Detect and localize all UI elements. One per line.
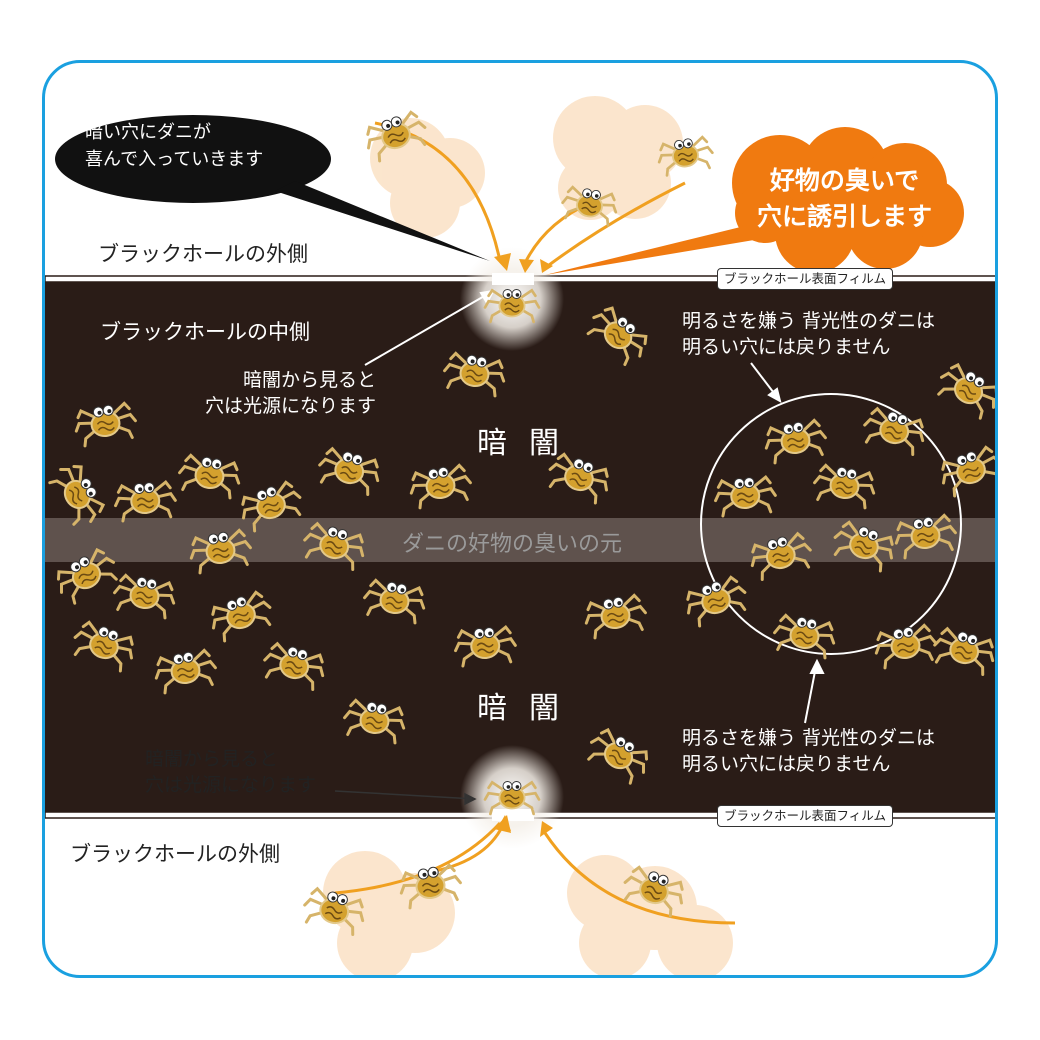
label-light-source-top: 暗闇から見ると 穴は光源になります [205, 367, 376, 419]
light-source-top-line2: 穴は光源になります [205, 395, 377, 417]
label-light-source-bottom: 暗闇から見ると 穴は光源になります [145, 746, 316, 798]
bubble-orange-line1: 好物の臭いで [769, 166, 920, 195]
speech-bubble-orange [545, 127, 964, 275]
label-darkness-top: 暗闇 [477, 426, 581, 461]
label-outside-bottom: ブラックホールの外側 [70, 842, 280, 866]
light-source-bottom-line2: 穴は光源になります [145, 774, 317, 796]
label-photophobic-bottom: 明るさを嫌う 背光性のダニは 明るい穴には戻りません [682, 725, 935, 777]
hole-top [492, 273, 534, 285]
arrow-top-right [544, 181, 686, 270]
pointer-light-bottom [334, 790, 476, 800]
label-outside-top: ブラックホールの外側 [98, 242, 308, 266]
diagram-frame: ブラックホールの外側 ブラックホールの中側 ブラックホールの外側 ブラックホール… [42, 60, 998, 978]
photophobic-bottom-line2: 明るい穴には戻りません [682, 753, 891, 775]
film-tag-bottom: ブラックホール表面フィルム [717, 805, 894, 827]
photophobic-bottom-line1: 明るさを嫌う 背光性のダニは [682, 727, 936, 749]
label-smell-band: ダニの好物の臭いの元 [402, 532, 623, 557]
speech-bubble-black [55, 115, 490, 261]
bubble-black-text: 暗い穴にダニが 喜んで入っていきます [85, 119, 263, 173]
label-photophobic-top: 明るさを嫌う 背光性のダニは 明るい穴には戻りません [682, 308, 935, 360]
label-inside: ブラックホールの中側 [100, 320, 310, 344]
bubble-orange-line2: 穴に誘引します [757, 202, 933, 231]
photophobic-top-line2: 明るい穴には戻りません [682, 336, 891, 358]
light-source-bottom-line1: 暗闇から見ると [145, 748, 279, 770]
light-source-top-line1: 暗闇から見ると [243, 369, 377, 391]
pointer-light-top [364, 290, 494, 366]
photophobic-top-line1: 明るさを嫌う 背光性のダニは [682, 310, 936, 332]
photophobic-circle [700, 393, 962, 655]
bubble-black-line1: 暗い穴にダニが [85, 122, 211, 143]
arrow-bottom-right [543, 832, 736, 925]
bubble-black-line2: 喜んで入っていきます [85, 149, 264, 170]
hole-bottom [492, 809, 534, 821]
label-darkness-bottom: 暗闇 [477, 691, 581, 726]
diagram-art [45, 96, 995, 975]
film-tag-top: ブラックホール表面フィルム [717, 268, 894, 290]
bubble-orange-text: 好物の臭いで 穴に誘引します [757, 163, 932, 235]
